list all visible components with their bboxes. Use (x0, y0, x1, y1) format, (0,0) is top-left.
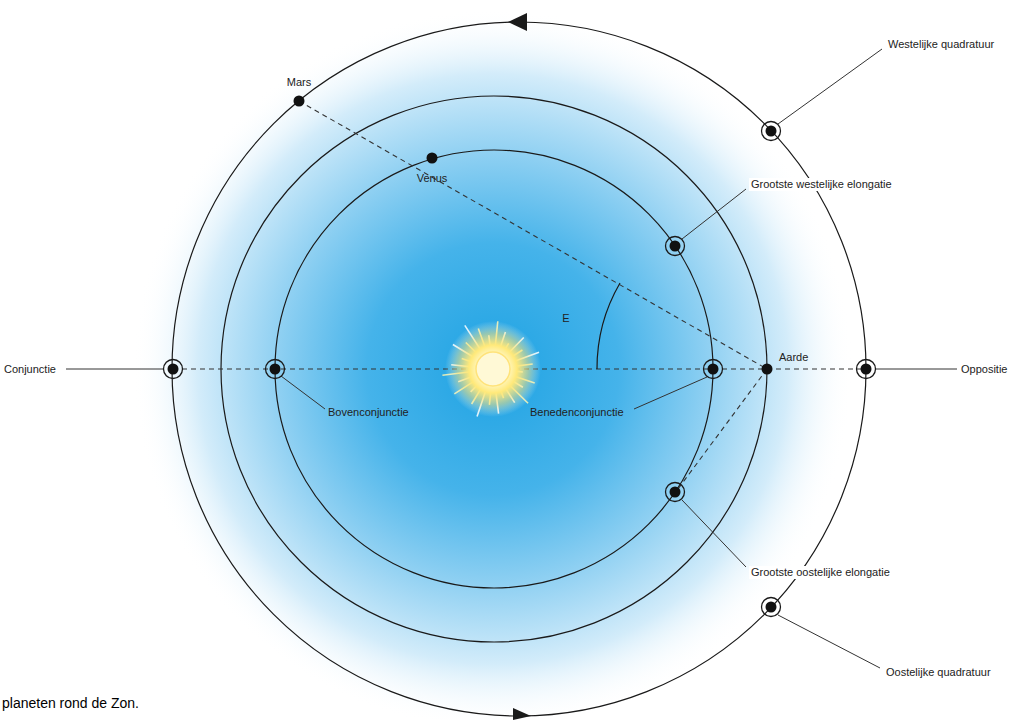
planet-dot (766, 602, 777, 613)
venus-orbit (275, 150, 713, 588)
planet-dot (670, 241, 681, 252)
position-label: Bovenconjunctie (328, 406, 409, 419)
sun-glow (445, 321, 541, 417)
sky-glow (131, 7, 855, 720)
direction-arrow (513, 708, 531, 720)
venus-dot (427, 153, 438, 164)
mars-dot (294, 96, 305, 107)
planet-dot (708, 364, 719, 375)
marker-ring (857, 360, 876, 379)
leader-line (634, 377, 707, 409)
leader-line (682, 500, 746, 567)
position-label: Oostelijke quadratuur (884, 666, 993, 679)
leader-line (682, 189, 746, 239)
direction-arrow (508, 13, 527, 31)
marker-ring (266, 360, 285, 379)
position-label: Grootste oostelijke elongatie (749, 566, 892, 579)
mars-orbit (172, 22, 866, 716)
leader-line (778, 615, 880, 668)
planet-name: Aarde (779, 351, 808, 364)
position-label: Benedenconjunctie (530, 406, 624, 419)
leader-line (66, 369, 163, 370)
marker-ring (666, 483, 685, 502)
marker-ring (666, 237, 685, 256)
planet-name: Mars (287, 76, 311, 89)
marker-ring (762, 598, 781, 617)
angle-arc (597, 283, 620, 369)
sun (476, 352, 510, 386)
position-label: Westelijke quadratuur (886, 38, 996, 51)
position-label: Grootste westelijke elongatie (749, 178, 894, 191)
leader-line (281, 376, 325, 409)
position-label: Oppositie (961, 363, 1007, 376)
leader-line (876, 369, 957, 370)
planet-name: Venus (417, 172, 448, 185)
caption: planeten rond de Zon. (2, 695, 139, 712)
earth-dot (762, 364, 773, 375)
sight-line-elongation (675, 369, 767, 493)
angle-label: E (562, 312, 569, 325)
position-label: Conjunctie (4, 363, 56, 376)
marker-ring (762, 122, 781, 141)
planet-dot (168, 364, 179, 375)
planet-dot (766, 126, 777, 137)
marker-ring (704, 360, 723, 379)
marker-ring (164, 360, 183, 379)
sight-line-mars (299, 101, 767, 369)
planet-dot (270, 364, 281, 375)
planet-dot (861, 364, 872, 375)
planet-dot (670, 487, 681, 498)
leader-line (778, 49, 882, 124)
